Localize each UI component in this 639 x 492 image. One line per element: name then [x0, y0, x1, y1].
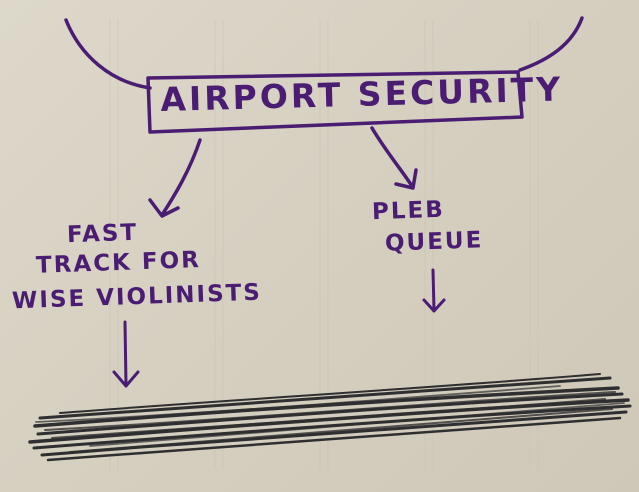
- fast-track-line-1: FAST: [66, 219, 139, 249]
- fast-track-line-2: TRACK FOR: [35, 247, 202, 279]
- arrow-to-pleb-queue: [370, 126, 414, 188]
- fast-track-down-arrow: [123, 320, 128, 387]
- arrow-to-fast-track-head: [148, 198, 180, 218]
- arrow-to-pleb-queue-head: [394, 168, 418, 190]
- right-hanging-string: [518, 16, 584, 72]
- title-box: [146, 70, 524, 134]
- pleb-queue-down-arrow: [431, 268, 436, 312]
- fast-track-down-arrow-head: [112, 370, 140, 388]
- pleb-queue-line-1: PLEB: [371, 196, 446, 226]
- pleb-queue-down-arrow-head: [422, 298, 446, 313]
- pencil-scribble-barrier: [28, 373, 632, 462]
- pleb-queue-line-2: QUEUE: [384, 227, 484, 257]
- title-label: AIRPORT SECURITY: [159, 69, 564, 119]
- arrow-to-fast-track: [160, 138, 202, 217]
- background-sheet-music-texture: [109, 20, 539, 470]
- left-hanging-string: [64, 18, 152, 90]
